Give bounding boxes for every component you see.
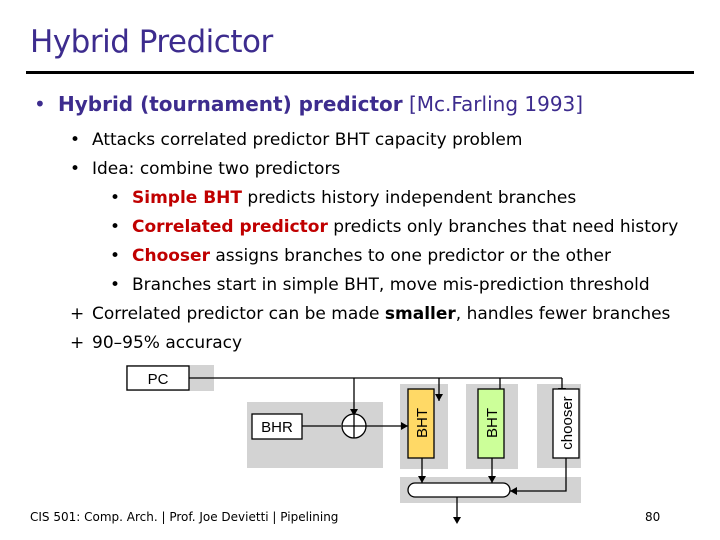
bullet-text: , handles fewer branches [455,304,671,324]
bullet-text: 90–95% accuracy [92,333,243,353]
sub-bullet-line: • Branches start in simple BHT, move mis-… [110,275,650,295]
main-bullet-rest: [Mc.Farling 1993] [402,92,584,116]
title-underline [26,71,694,74]
chooser-label: chooser [559,396,576,449]
bullet-marker: + [70,304,85,324]
pc-label: PC [148,371,169,388]
bullet-marker: • [70,130,81,150]
bht-simple-label: BHT [484,408,501,438]
main-bullet-marker: • [34,92,46,116]
bht-correlated-label: BHT [414,408,431,438]
bullet-text: Attacks correlated predictor BHT capacit… [92,130,523,150]
bold-term: smaller [384,304,456,324]
sub-bullet-line: • Simple BHT predicts history independent… [110,188,576,208]
slide-title: Hybrid Predictor [30,24,273,60]
sub-bullet-line: +90–95% accuracy [70,333,242,353]
arrow-bht1-to-mux [418,476,426,483]
pc-register [126,365,190,391]
bullet-text: assigns branches to one predictor or the… [209,246,611,266]
highlight-term: Correlated predictor [132,217,328,237]
bullet-marker: + [70,333,85,353]
bullet-text: Branches start in simple BHT, move mis-p… [132,275,650,295]
bullet-text: predicts history independent branches [242,188,577,208]
main-bullet-bold: Hybrid (tournament) predictor [58,92,403,116]
bullet-marker: • [70,159,81,179]
arrow-to-bht1 [435,394,443,401]
bht-simple-table [477,388,505,459]
sub-bullet-line: • Correlated predictor predicts only bran… [110,217,678,237]
arrow-output [453,517,461,524]
bhr-label: BHR [261,419,293,436]
arrow-chooser-to-mux [510,487,517,495]
highlight-term: Chooser [132,246,210,266]
highlight-term: Simple BHT [132,188,243,208]
chooser-table [552,388,580,459]
output-mux [407,482,511,498]
bullet-text: Idea: combine two predictors [92,159,341,179]
arrow-bht2-to-mux [488,476,496,483]
arrow-to-bhr-xor [350,409,358,416]
bullet-marker: • [110,188,121,208]
bhr-register [251,413,303,440]
arrow-xor-to-bht [401,422,408,430]
bullet-marker: • [110,217,121,237]
bht-correlated-table [407,388,435,459]
sub-bullet-line: • Idea: combine two predictors [70,159,340,179]
bullet-text: predicts only branches that need history [327,217,679,237]
sub-bullet-line: • Attacks correlated predictor BHT capaci… [70,130,522,150]
bullet-marker: • [110,246,121,266]
main-bullet: • Hybrid (tournament) predictor [Mc.Farli… [34,92,583,116]
bullet-text: Correlated predictor can be made [92,304,385,324]
footer-text: CIS 501: Comp. Arch. | Prof. Joe Deviett… [30,510,339,524]
page-number: 80 [645,510,661,524]
sub-bullet-line: • Chooser assigns branches to one predict… [110,246,611,266]
bullet-marker: • [110,275,121,295]
sub-bullet-line: + Correlated predictor can be made smalle… [70,304,670,324]
